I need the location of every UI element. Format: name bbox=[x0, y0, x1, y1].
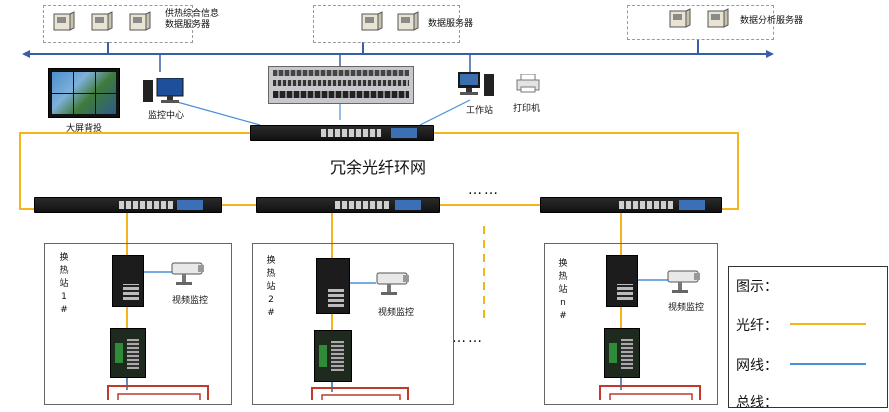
station-switch-2 bbox=[316, 258, 350, 314]
printer-label: 打印机 bbox=[513, 104, 541, 114]
station-label-2: 换热站2# bbox=[266, 256, 276, 318]
link-workstation-core bbox=[419, 99, 471, 126]
big-screen-icon bbox=[48, 68, 120, 118]
legend-title: 图示： bbox=[736, 279, 778, 295]
server-icon bbox=[90, 11, 113, 33]
heat-info-server-label: 供热综合信息 数据服务器 bbox=[165, 9, 220, 30]
server-rack-icon bbox=[268, 66, 414, 104]
heat-info-server-box bbox=[43, 5, 193, 43]
camera-label-2: 视频监控 bbox=[378, 308, 415, 318]
bus-arrow-right bbox=[766, 50, 774, 58]
server-icon bbox=[668, 8, 691, 30]
data-server-box bbox=[313, 5, 460, 43]
ring-label: 冗余光纤环网 bbox=[330, 158, 427, 177]
plc-controller-2 bbox=[314, 330, 352, 382]
bus-arrow-left bbox=[22, 50, 30, 58]
legend-fiber-label: 光纤： bbox=[736, 318, 778, 334]
core-switch bbox=[250, 125, 434, 141]
wiring-layer bbox=[19, 40, 866, 400]
station-switch-n bbox=[606, 255, 638, 307]
fiber-ring-left bbox=[19, 132, 250, 210]
station-label-n: 换热站n# bbox=[558, 259, 568, 321]
legend-network-label: 网线： bbox=[736, 358, 778, 374]
data-server-label: 数据服务器 bbox=[428, 19, 474, 29]
camera-label-1: 视频监控 bbox=[172, 296, 209, 306]
server-icon bbox=[360, 11, 383, 33]
ring-switch-n bbox=[540, 197, 722, 213]
legend-bus-label: 总线： bbox=[736, 395, 778, 411]
analysis-server-label: 数据分析服务器 bbox=[740, 16, 804, 26]
server-icon bbox=[52, 11, 75, 33]
ring-switch-2 bbox=[256, 197, 440, 213]
workstation-label: 工作站 bbox=[466, 106, 494, 116]
printer-icon bbox=[516, 74, 540, 94]
camera-icon bbox=[170, 260, 206, 288]
camera-icon bbox=[375, 270, 411, 298]
bus-box-n bbox=[599, 385, 701, 400]
server-icon bbox=[396, 11, 419, 33]
ring-switch-1 bbox=[34, 197, 222, 213]
bus-box-1 bbox=[107, 385, 209, 400]
bus-box-1-inner bbox=[117, 393, 201, 400]
monitor-center-label: 监控中心 bbox=[148, 111, 185, 121]
camera-label-n: 视频监控 bbox=[668, 303, 705, 313]
server-icon bbox=[128, 11, 151, 33]
fiber-ring-right bbox=[432, 132, 739, 210]
station-switch-1 bbox=[112, 255, 144, 307]
ring-ellipsis: …… bbox=[468, 182, 500, 198]
station-box-2 bbox=[252, 243, 454, 405]
link-monitor-core bbox=[169, 99, 261, 126]
bus-box-n-inner bbox=[609, 393, 693, 400]
plc-controller-1 bbox=[110, 328, 146, 378]
bus-box-2 bbox=[311, 387, 409, 400]
station-ellipsis: …… bbox=[452, 330, 484, 346]
computer-icon bbox=[143, 78, 187, 106]
station-label-1: 换热站1# bbox=[59, 253, 69, 315]
server-icon bbox=[706, 8, 729, 30]
camera-icon bbox=[666, 268, 702, 296]
bus-box-2-inner bbox=[321, 394, 401, 400]
analysis-server-box bbox=[627, 5, 774, 40]
plc-controller-n bbox=[604, 328, 640, 378]
big-screen-label: 大屏背投 bbox=[66, 124, 103, 134]
workstation-icon bbox=[456, 72, 496, 100]
